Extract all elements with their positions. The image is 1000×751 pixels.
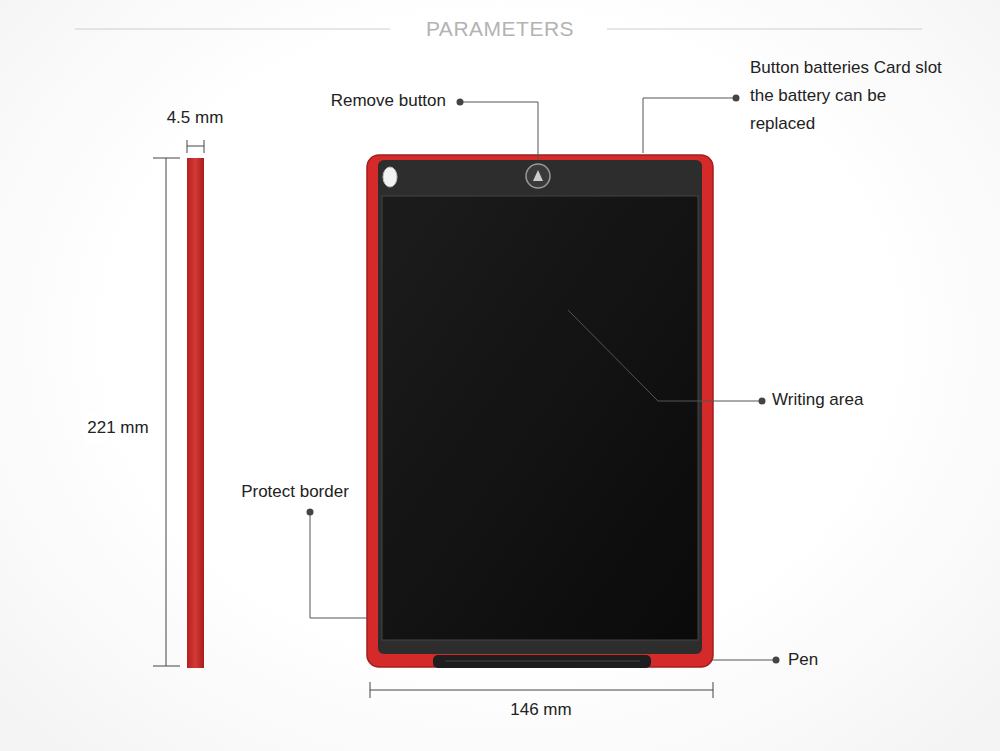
part-label: Pen [788, 646, 818, 674]
part-label: Writing area [772, 386, 863, 414]
thickness-dimension [187, 140, 204, 153]
leader-line [310, 98, 776, 660]
side-view [187, 158, 204, 668]
bezel [378, 160, 702, 654]
height-dimension [153, 158, 180, 666]
remove-button [526, 164, 550, 188]
dimension-label: 146 mm [510, 696, 571, 724]
dimension-label: 221 mm [84, 414, 151, 442]
leader-dot [307, 95, 780, 664]
writing-area [382, 196, 698, 640]
button-icon [533, 170, 543, 181]
border-edge [367, 155, 713, 667]
pen-detail [445, 661, 640, 662]
pen [433, 655, 651, 668]
title: PARAMETERS [420, 17, 580, 41]
part-label: Button batteries Card slot the battery c… [750, 54, 955, 138]
part-label: Remove button [331, 87, 446, 115]
dimension-label: 4.5 mm [167, 104, 224, 132]
title-rule [607, 29, 922, 30]
indicator [383, 167, 397, 187]
width-dimension [370, 682, 713, 698]
title-rule [75, 29, 390, 30]
protect-border [367, 155, 713, 667]
part-label: Protect border [241, 478, 349, 506]
